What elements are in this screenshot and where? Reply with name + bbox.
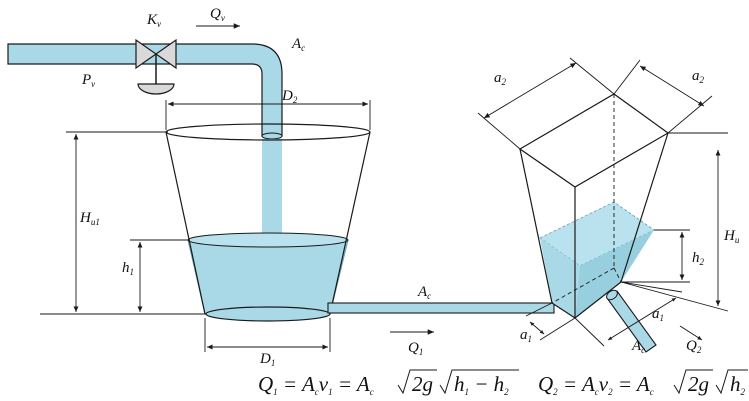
dimension-lines <box>40 57 729 352</box>
label-hu1: Hu1 <box>79 210 100 227</box>
flow-arrow-q2 <box>679 325 703 341</box>
outlet-pipe <box>606 289 657 353</box>
tank-1 <box>165 123 371 322</box>
label-hu: Hu <box>723 228 740 245</box>
label-ac-out: Ac <box>631 338 645 355</box>
tank-2 <box>518 93 670 319</box>
label-ac-top: Ac <box>291 36 305 53</box>
svg-text:2g: 2g <box>688 372 709 396</box>
label-d2: D2 <box>281 88 298 105</box>
label-a2-left: a2 <box>494 70 507 87</box>
svg-text:h1 − h2: h1 − h2 <box>454 372 509 397</box>
label-h2: h2 <box>692 250 705 267</box>
label-d1: D1 <box>259 351 275 368</box>
label-ac-pipe: Ac <box>417 284 431 301</box>
equation-q1: Q1 = Acv1 = Ac 2g h1 − h2 <box>258 369 519 397</box>
label-kv: Kv <box>146 12 161 29</box>
valve-icon[interactable] <box>135 38 177 95</box>
svg-text:2g: 2g <box>412 372 433 396</box>
equation-q2: Q2 = Acv2 = Ac 2g h2 <box>538 369 748 397</box>
label-q2: Q2 <box>686 338 702 355</box>
label-a1-left: a1 <box>520 327 532 344</box>
svg-text:Q2 = Acv2 = Ac: Q2 = Acv2 = Ac <box>538 372 654 397</box>
falling-water-stream <box>262 139 282 236</box>
label-pv: Pv <box>81 72 95 89</box>
label-a2-right: a2 <box>692 68 705 85</box>
label-a1-right: a1 <box>652 306 664 323</box>
svg-text:h2: h2 <box>730 372 746 397</box>
label-qv: Qv <box>210 6 225 23</box>
svg-text:Q1 = Acv1 = Ac: Q1 = Acv1 = Ac <box>258 372 374 397</box>
connecting-pipe <box>327 302 555 314</box>
label-q1: Q1 <box>408 340 423 357</box>
label-h1: h1 <box>122 260 134 277</box>
